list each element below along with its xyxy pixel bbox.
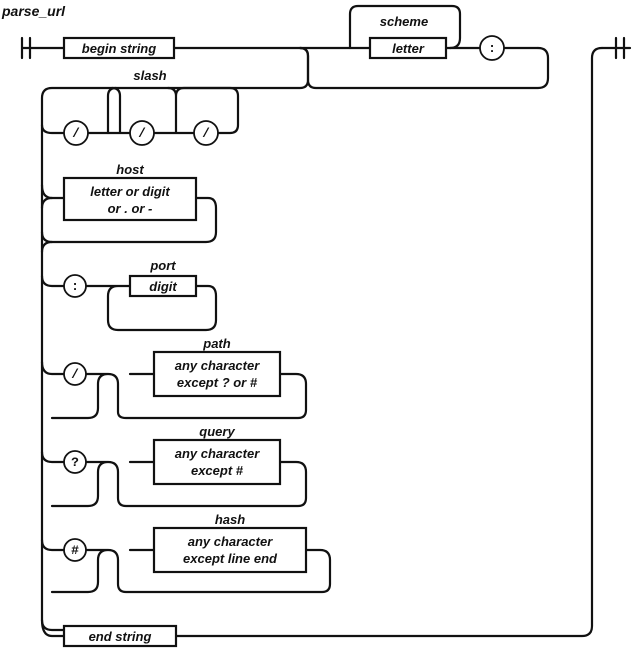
query-label: query: [199, 424, 235, 439]
path-slash-terminal: [63, 362, 87, 386]
hash-terminal-text: #: [71, 543, 79, 558]
rail-bottom: [40, 618, 66, 638]
end-line: [174, 46, 604, 638]
port-label: port: [149, 258, 176, 273]
slash-terminal-3: [193, 120, 219, 146]
slash-terminal-1: [63, 120, 89, 146]
scheme-colon-terminal: [479, 35, 505, 61]
path-label: path: [202, 336, 231, 351]
hash-label: hash: [215, 512, 245, 527]
end-string-label: end string: [89, 629, 152, 644]
slash-text-2: /: [138, 126, 146, 141]
diagram-title: parse_url: [1, 3, 66, 19]
query-terminal: [63, 450, 87, 474]
begin-string-box: [62, 36, 176, 60]
query-terminal-text: ?: [71, 455, 79, 470]
query-line-2: except #: [191, 463, 244, 478]
scheme-letter-text: letter: [392, 41, 425, 56]
slash-text-3: /: [202, 126, 210, 141]
slash-text-1: /: [72, 126, 80, 141]
query-box: [152, 438, 282, 486]
path-line-1: any character: [175, 358, 260, 373]
host-box: [62, 176, 198, 222]
slash-join-a: [106, 86, 118, 135]
host-line-1: letter or digit: [90, 184, 170, 199]
host-label: host: [116, 162, 144, 177]
hash-terminal: [63, 538, 87, 562]
path-slash-text: /: [71, 367, 79, 382]
path-line-2: except ? or #: [177, 375, 258, 390]
end-string-box: [62, 624, 178, 648]
exit-marker: [600, 36, 632, 60]
host-line-2: or . or -: [108, 201, 153, 216]
query-line-1: any character: [175, 446, 260, 461]
port-row: [40, 274, 218, 332]
port-digit-box: [128, 274, 198, 298]
diagram-tracks: [20, 4, 632, 638]
port-colon-terminal: [63, 274, 87, 298]
scheme-loop: [348, 4, 462, 50]
path-row: [40, 360, 308, 420]
hash-line-1: any character: [188, 534, 273, 549]
path-box: [152, 350, 282, 398]
slash-label: slash: [133, 68, 166, 83]
scheme-colon-text: :: [488, 41, 496, 56]
hash-row: [40, 538, 332, 594]
hash-line-2: except line end: [183, 551, 278, 566]
hash-box: [152, 526, 308, 574]
host-loop: [40, 196, 54, 210]
entry-marker: [20, 36, 66, 60]
slash-terminal-2: [129, 120, 155, 146]
port-exit: [40, 240, 54, 254]
scheme-label: scheme: [380, 14, 428, 29]
port-colon-text: :: [71, 279, 79, 294]
scheme-letter-box: [368, 36, 448, 60]
begin-string-label: begin string: [82, 41, 156, 56]
query-row: [40, 450, 308, 508]
port-digit-text: digit: [149, 279, 177, 294]
